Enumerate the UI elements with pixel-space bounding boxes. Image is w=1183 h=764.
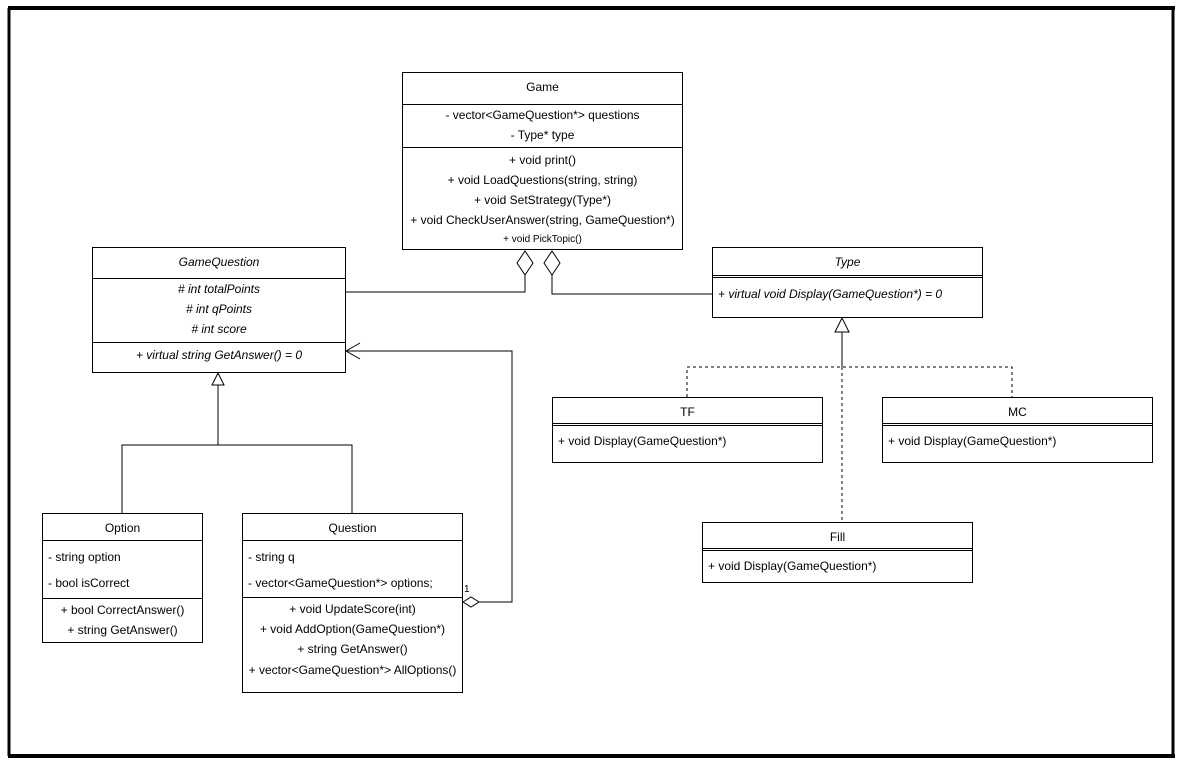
method: + void print() [508,153,577,167]
inheritance-triangle-icon [834,316,850,333]
attribute: # int qPoints [185,302,253,316]
method: + virtual void Display(GameQuestion*) = … [718,287,943,301]
attributes-section: - string option - bool isCorrect [43,540,202,598]
class-mc[interactable]: MC + void Display(GameQuestion*) [882,397,1153,463]
class-name: GameQuestion [178,255,260,269]
methods-section: + void Display(GameQuestion*) [883,423,1152,451]
class-game[interactable]: Game - vector<GameQuestion*> questions -… [402,72,683,250]
methods-section: + void Display(GameQuestion*) [553,423,822,451]
class-type[interactable]: Type + virtual void Display(GameQuestion… [712,247,983,318]
methods-section: + void Display(GameQuestion*) [703,548,972,576]
attributes-section: # int totalPoints # int qPoints # int sc… [93,278,345,342]
methods-section: + virtual void Display(GameQuestion*) = … [713,275,982,304]
method: + void SetStrategy(Type*) [473,193,612,207]
class-name: Question [328,521,377,535]
inheritance-gamequestion [121,371,353,513]
aggregation-diamond-icon [462,596,480,608]
aggregation-game-gamequestion [345,250,534,293]
inheritance-triangle-icon [211,371,225,386]
attributes-section: - string q - vector<GameQuestion*> optio… [243,540,462,597]
attribute: # int score [191,322,247,336]
class-gamequestion[interactable]: GameQuestion # int totalPoints # int qPo… [92,247,346,373]
attributes-section: - vector<GameQuestion*> questions - Type… [403,104,682,147]
page-border [7,6,1175,758]
class-tf[interactable]: TF + void Display(GameQuestion*) [552,397,823,463]
class-name: Game [526,80,559,94]
method: + void Display(GameQuestion*) [708,559,877,573]
attribute: - string q [248,550,295,564]
method: + virtual string GetAnswer() = 0 [135,348,303,362]
open-arrow-icon [344,342,361,360]
attribute: - Type* type [510,128,575,142]
method: + void PickTopic() [503,234,582,245]
attribute: - bool isCorrect [48,576,130,590]
class-name: Fill [829,530,846,544]
attribute: - vector<GameQuestion*> options; [248,576,433,590]
methods-section: + virtual string GetAnswer() = 0 [93,342,345,365]
method: + string GetAnswer() [67,623,178,637]
method: + bool CorrectAnswer() [60,603,185,617]
attribute: # int totalPoints [177,282,261,296]
class-name: Option [104,521,141,535]
multiplicity-label: 1 [464,584,470,595]
methods-section: + void print() + void LoadQuestions(stri… [403,147,682,250]
method: + void CheckUserAnswer(string, GameQuest… [410,213,675,227]
method: + void Display(GameQuestion*) [558,434,727,448]
aggregation-question-options [344,342,513,608]
aggregation-diamond-icon [516,250,534,276]
class-name: TF [680,405,695,419]
method: + vector<GameQuestion*> AllOptions() [248,663,457,677]
class-name: MC [1008,405,1027,419]
method: + void UpdateScore(int) [289,602,416,616]
method: + void Display(GameQuestion*) [888,434,1057,448]
class-question[interactable]: Question - string q - vector<GameQuestio… [242,513,463,693]
method: + void AddOption(GameQuestion*) [259,622,446,636]
attribute: - vector<GameQuestion*> questions [445,108,640,122]
class-option[interactable]: Option - string option - bool isCorrect … [42,513,203,643]
method: + void LoadQuestions(string, string) [447,173,638,187]
class-fill[interactable]: Fill + void Display(GameQuestion*) [702,522,973,583]
methods-section: + bool CorrectAnswer() + string GetAnswe… [43,598,202,640]
class-name: Type [834,255,861,269]
attribute: - string option [48,550,121,564]
aggregation-diamond-icon [543,250,561,276]
aggregation-game-type [543,250,712,295]
method: + string GetAnswer() [297,642,408,656]
realization-type [686,316,1013,522]
methods-section: + void UpdateScore(int) + void AddOption… [243,597,462,682]
